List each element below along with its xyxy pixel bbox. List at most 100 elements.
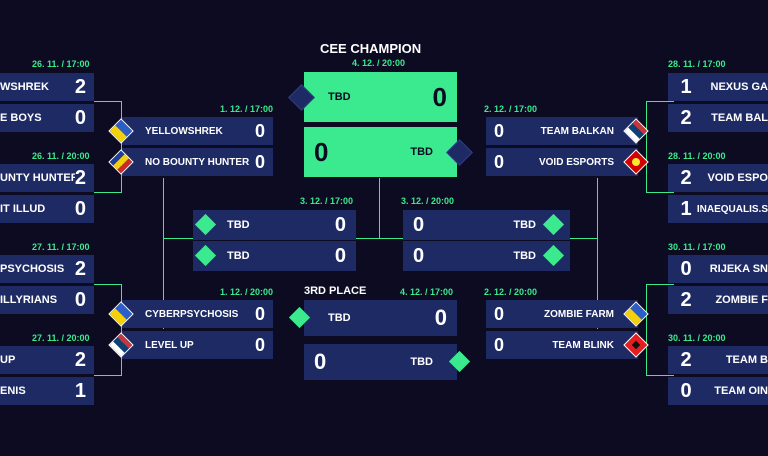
r1-left3-team1-row[interactable]: PSYCHOSIS 2 [0, 255, 94, 283]
team-score: 0 [413, 244, 425, 267]
team-name: TBD [328, 91, 351, 103]
r1-left3-team2-row[interactable]: ILLYRIANS 0 [0, 286, 94, 314]
team-score: 0 [314, 136, 329, 167]
team-name: VOID ESPO [707, 172, 768, 184]
team-score: 2 [680, 348, 692, 371]
r1-left2-team1-row[interactable]: UNTY HUNTER 2 [0, 164, 94, 192]
team-name: TBD [410, 146, 433, 158]
qf-left2-date: 1. 12. / 20:00 [220, 287, 274, 297]
r1-right3-team2-row[interactable]: 2 ZOMBIE F [668, 286, 768, 314]
team-score: 0 [254, 120, 265, 141]
r1-right1-team1-row[interactable]: 1 NEXUS GA [668, 73, 768, 101]
team-name: E BOYS [0, 112, 42, 124]
qf-left1-date: 1. 12. / 17:00 [220, 104, 274, 114]
team-name: PSYCHOSIS [0, 263, 65, 275]
team-name: LEVEL UP [145, 339, 194, 351]
qf-left1-team1-row[interactable]: YELLOWSHREK 0 [122, 117, 273, 145]
r1-left4-team1-row[interactable]: UP 2 [0, 346, 94, 374]
r1-left4-team2-row[interactable]: ENIS 1 [0, 377, 94, 405]
r1-right4-team1-row[interactable]: 2 TEAM B [668, 346, 768, 374]
team-name: TBD [513, 250, 536, 262]
team-score: 1 [680, 75, 692, 98]
champion-title: CEE CHAMPION [320, 41, 422, 56]
team-score: 0 [74, 288, 86, 311]
r1-left1-team2-row[interactable]: E BOYS 0 [0, 104, 94, 132]
final-team1-row[interactable]: TBD 0 [304, 72, 457, 122]
team-name: UP [0, 354, 16, 366]
team-score: 1 [74, 379, 86, 402]
qf-right2-date: 2. 12. / 20:00 [484, 287, 538, 297]
team-name: TBD [227, 250, 250, 262]
team-name: TBD [513, 219, 536, 231]
r1-right4-date: 30. 11. / 20:00 [668, 333, 726, 343]
team-name: TEAM BALKAN [540, 125, 614, 137]
team-score: 0 [254, 334, 265, 355]
sf-left-date: 3. 12. / 17:00 [300, 196, 354, 206]
r1-left1-team1-row[interactable]: WSHREK 2 [0, 73, 94, 101]
third-team2-row[interactable]: 0 TBD [304, 344, 457, 380]
team-score: 0 [680, 257, 692, 280]
team-score: 0 [494, 334, 505, 355]
r1-left2-date: 26. 11. / 20:00 [32, 151, 90, 161]
team-score: 0 [254, 303, 265, 324]
sf-right-team2-row[interactable]: 0 TBD [403, 241, 570, 271]
team-name: TBD [328, 312, 351, 324]
qf-left1-team2-row[interactable]: NO BOUNTY HUNTER 0 [122, 148, 273, 176]
team-name: WSHREK [0, 81, 49, 93]
r1-left1-date: 26. 11. / 17:00 [32, 59, 90, 69]
r1-left2-team2-row[interactable]: IT ILLUD 0 [0, 195, 94, 223]
team-score: 2 [74, 75, 86, 98]
qf-right2-team2-row[interactable]: 0 TEAM BLINK [486, 331, 638, 359]
r1-right3-date: 30. 11. / 17:00 [668, 242, 726, 252]
sf-right-team1-row[interactable]: 0 TBD [403, 210, 570, 240]
team-name: UNTY HUNTER [0, 172, 75, 184]
team-score: 0 [334, 244, 346, 267]
third-team1-row[interactable]: TBD 0 [304, 300, 457, 336]
qf-left2-team2-row[interactable]: LEVEL UP 0 [122, 331, 273, 359]
team-name: TEAM B [725, 354, 768, 366]
team-name: TBD [410, 356, 433, 368]
final-date: 4. 12. / 20:00 [352, 58, 406, 68]
r1-right3-team1-row[interactable]: 0 RIJEKA SN [668, 255, 768, 283]
team-score: 2 [74, 348, 86, 371]
r1-right4-team2-row[interactable]: 0 TEAM OIN [668, 377, 768, 405]
qf-right1-team2-row[interactable]: 0 VOID ESPORTS [486, 148, 638, 176]
r1-right1-date: 28. 11. / 17:00 [668, 59, 726, 69]
team-score: 2 [680, 106, 692, 129]
team-name: TEAM BLINK [552, 339, 614, 351]
r1-right2-team2-row[interactable]: 1 INAEQUALIS.S [668, 195, 768, 223]
r1-right2-team1-row[interactable]: 2 VOID ESPO [668, 164, 768, 192]
team-name: TEAM BAL [711, 112, 768, 124]
team-score: 0 [334, 213, 346, 236]
team-score: 2 [680, 288, 692, 311]
team-name: ENIS [0, 385, 26, 397]
final-team2-row[interactable]: 0 TBD [304, 127, 457, 177]
r1-left4-date: 27. 11. / 20:00 [32, 333, 90, 343]
r1-right2-date: 28. 11. / 20:00 [668, 151, 726, 161]
sf-right-date: 3. 12. / 20:00 [401, 196, 455, 206]
team-name: IT ILLUD [0, 203, 46, 215]
third-place-title: 3RD PLACE [304, 285, 367, 297]
team-name: ZOMBIE F [715, 294, 768, 306]
team-score: 2 [680, 166, 692, 189]
qf-right1-date: 2. 12. / 17:00 [484, 104, 538, 114]
team-name: VOID ESPORTS [538, 156, 614, 168]
team-score: 1 [680, 197, 692, 220]
r1-left3-date: 27. 11. / 17:00 [32, 242, 90, 252]
sf-left-team1-row[interactable]: TBD 0 [193, 210, 356, 240]
team-name: TBD [227, 219, 250, 231]
r1-right1-team2-row[interactable]: 2 TEAM BAL [668, 104, 768, 132]
team-score: 0 [432, 81, 447, 112]
sf-left-team2-row[interactable]: TBD 0 [193, 241, 356, 271]
qf-right2-team1-row[interactable]: 0 ZOMBIE FARM [486, 300, 638, 328]
third-place-date: 4. 12. / 17:00 [400, 287, 454, 297]
team-score: 0 [434, 305, 447, 330]
team-score: 2 [74, 166, 86, 189]
qf-left2-team1-row[interactable]: CYBERPSYCHOSIS 0 [122, 300, 273, 328]
team-name: INAEQUALIS.S [696, 203, 768, 215]
team-name: NO BOUNTY HUNTER [145, 156, 250, 168]
team-score: 0 [413, 213, 425, 236]
team-score: 0 [314, 349, 327, 374]
qf-right1-team1-row[interactable]: 0 TEAM BALKAN [486, 117, 638, 145]
team-score: 0 [74, 197, 86, 220]
